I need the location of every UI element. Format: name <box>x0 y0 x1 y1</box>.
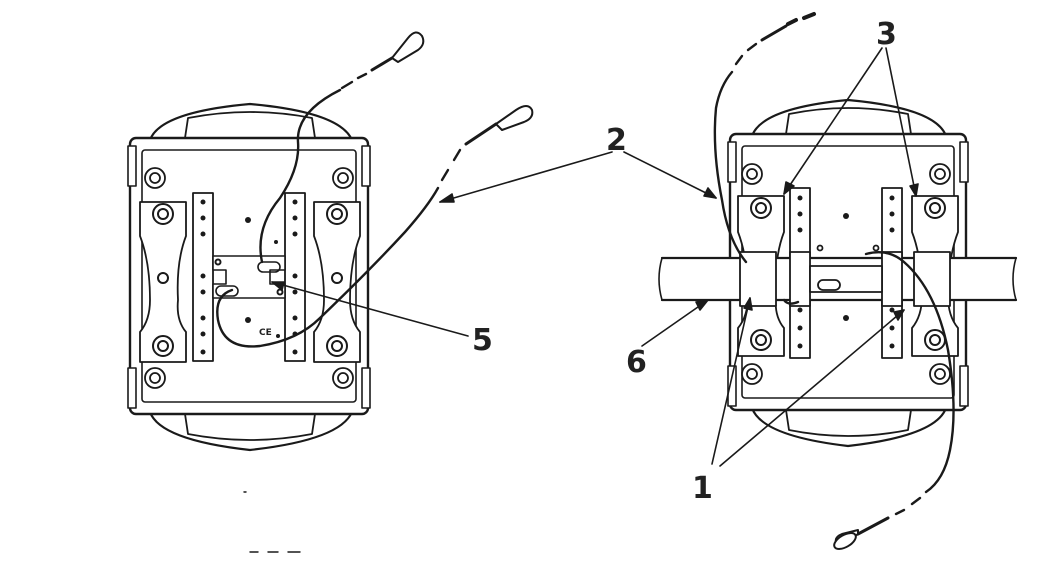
callout-2: 2 <box>606 123 627 158</box>
left-bottom-handle-inner <box>184 413 316 441</box>
left-carabiner-b <box>495 105 534 131</box>
stray-marks <box>243 491 301 553</box>
right-bottom-handle <box>750 406 948 448</box>
callout-3: 3 <box>876 17 897 52</box>
left-corner-screws <box>144 167 354 389</box>
callout-6: 6 <box>626 345 647 380</box>
left-carabiner-a <box>391 31 425 63</box>
left-bottom-handle <box>148 410 354 452</box>
leader-lines <box>271 47 919 467</box>
right-top-handle <box>750 98 948 138</box>
right-safety-cable-b <box>833 251 955 550</box>
svg-text:CE: CE <box>259 328 272 338</box>
left-safety-cable-b <box>216 105 534 348</box>
callout-1: 1 <box>692 471 713 506</box>
left-top-handle <box>148 102 354 142</box>
right-safety-cable-a <box>713 12 816 305</box>
callout-5: 5 <box>472 323 493 358</box>
left-fixture: CE <box>127 102 371 452</box>
left-safety-cable-a <box>259 31 425 264</box>
left-body-inner <box>141 149 357 403</box>
left-center-plate <box>212 255 286 299</box>
